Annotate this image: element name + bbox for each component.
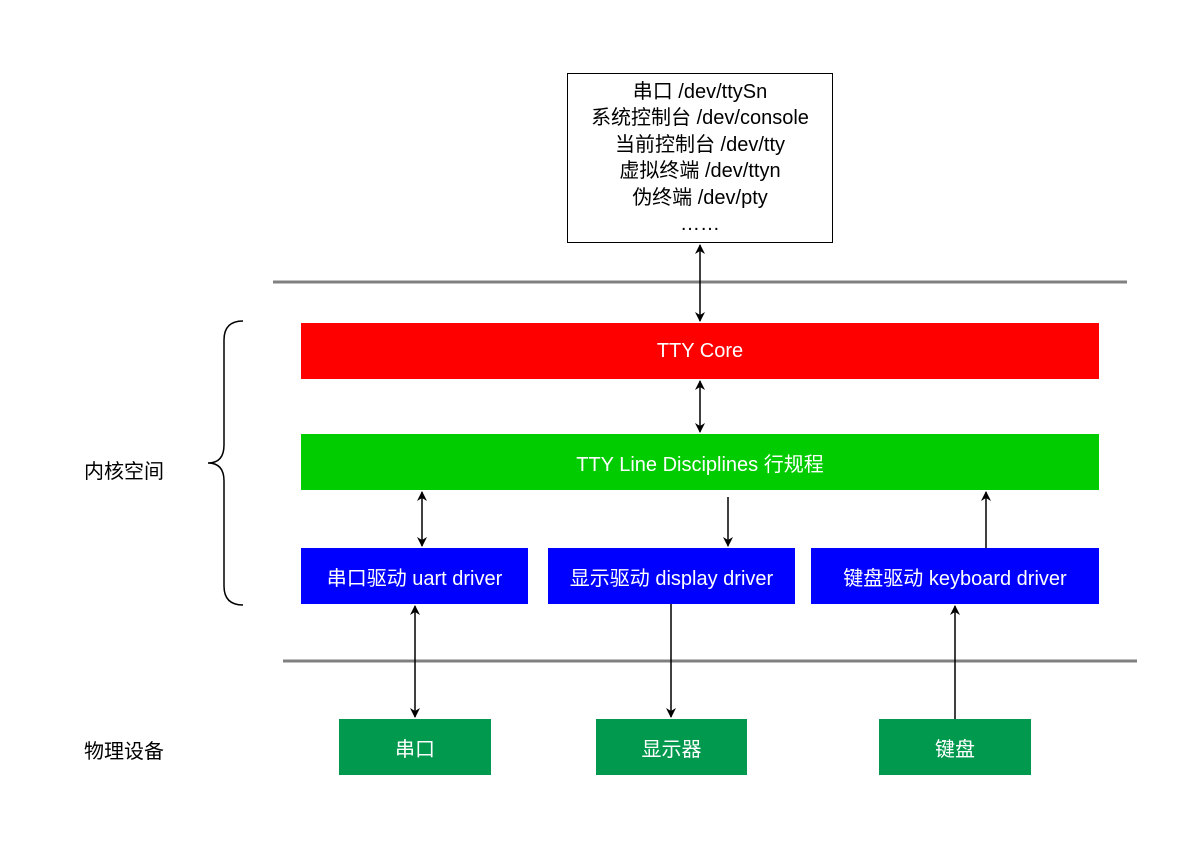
- device-file: 当前控制台 /dev/tty: [614, 133, 786, 156]
- tty-core-box: TTY Core: [301, 323, 1099, 379]
- device-file: 串口 /dev/ttySn: [632, 80, 768, 103]
- device-file: 系统控制台 /dev/console: [591, 107, 809, 129]
- kernel-brace: [207, 320, 244, 606]
- keyboard-driver-box: 键盘驱动 keyboard driver: [811, 548, 1099, 604]
- device-file: 伪终端 /dev/pty: [632, 186, 768, 209]
- device-file-ellipsis: ……: [680, 213, 720, 235]
- kernel-space-label: 内核空间: [84, 461, 164, 483]
- display-driver-box: 显示驱动 display driver: [548, 548, 795, 604]
- monitor-device-box: 显示器: [596, 719, 747, 775]
- uart-driver-box: 串口驱动 uart driver: [301, 548, 528, 604]
- serial-device-box: 串口: [339, 719, 491, 775]
- device-file: 虚拟终端 /dev/ttyn: [619, 160, 781, 182]
- line-disciplines-box: TTY Line Disciplines 行规程: [301, 434, 1099, 490]
- physical-devices-label: 物理设备: [84, 741, 164, 763]
- device-files-box: 串口 /dev/ttySn 系统控制台 /dev/console 当前控制台 /…: [567, 73, 833, 243]
- keyboard-device-box: 键盘: [879, 719, 1031, 775]
